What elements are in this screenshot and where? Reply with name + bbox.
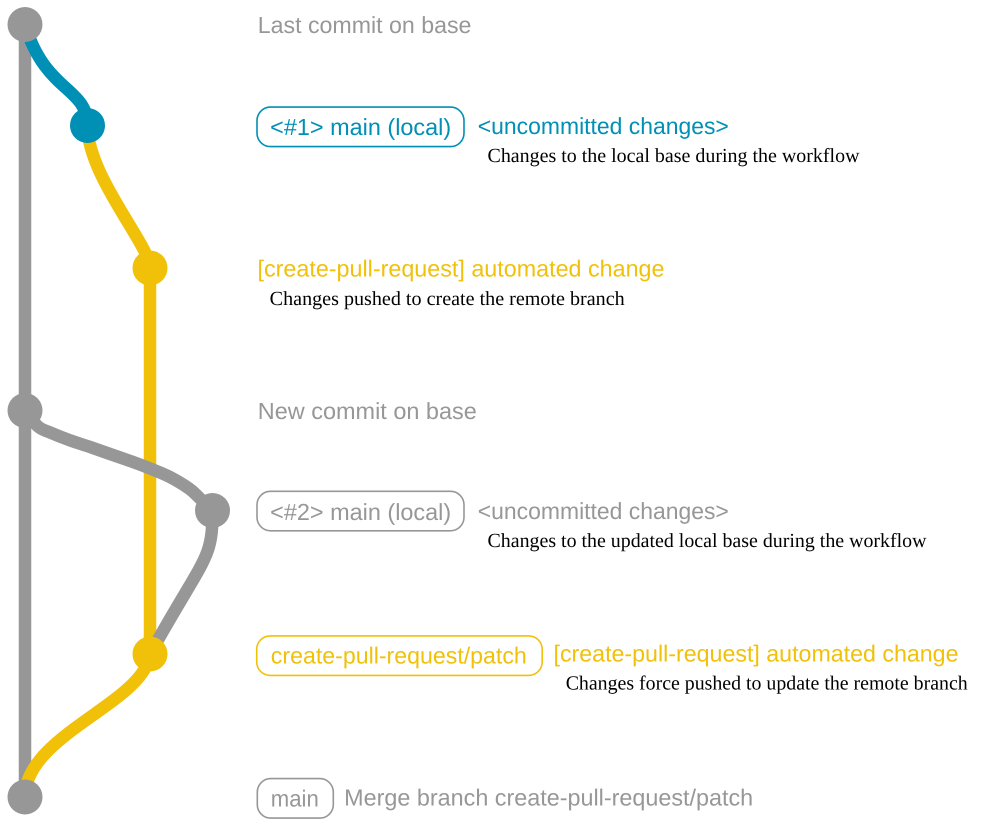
svg-text:[create-pull-request] automate: [create-pull-request] automated change xyxy=(258,255,665,281)
svg-text:<uncommitted changes>: <uncommitted changes> xyxy=(478,113,729,139)
svg-text:main: main xyxy=(271,786,319,812)
svg-text:<#1> main (local): <#1> main (local) xyxy=(270,114,451,140)
svg-text:Last commit on base: Last commit on base xyxy=(258,12,472,38)
svg-text:Changes to the updated local b: Changes to the updated local base during… xyxy=(488,530,928,552)
svg-text:create-pull-request/patch: create-pull-request/patch xyxy=(271,643,527,669)
svg-text:Changes force pushed to update: Changes force pushed to update the remot… xyxy=(566,672,968,694)
svg-text:Changes pushed to create the r: Changes pushed to create the remote bran… xyxy=(270,288,625,310)
svg-text:<uncommitted changes>: <uncommitted changes> xyxy=(478,498,729,524)
svg-text:New commit on base: New commit on base xyxy=(258,398,477,424)
svg-text:Merge branch create-pull-reque: Merge branch create-pull-request/patch xyxy=(344,784,753,810)
svg-text:[create-pull-request] automate: [create-pull-request] automated change xyxy=(554,641,959,667)
svg-text:<#2> main (local): <#2> main (local) xyxy=(270,499,451,525)
svg-text:Changes to the local base duri: Changes to the local base during the wor… xyxy=(488,145,861,167)
